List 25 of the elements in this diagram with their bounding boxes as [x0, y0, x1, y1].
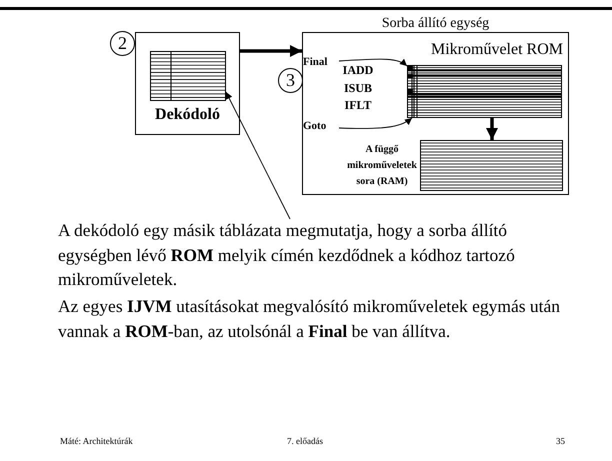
sequencer-unit	[302, 16, 569, 195]
callout-number: 2	[110, 31, 135, 56]
arrow	[226, 92, 290, 220]
footer-text: 7. előadás	[286, 436, 324, 447]
ram-table	[346, 140, 563, 191]
flag-label: Goto	[303, 120, 339, 133]
instruction-name: ISUB	[342, 81, 373, 96]
arrow	[338, 118, 412, 129]
box-title: Dekódoló	[154, 106, 221, 124]
arrow	[338, 58, 408, 66]
instruction-name: IFLT	[344, 98, 372, 113]
double-arrow	[240, 45, 302, 57]
double-arrow	[486, 118, 498, 140]
paragraph: A dekódoló egy másik táblázata megmutatja, hogy a sorba állító egységben lévő ROM melyik címén kezdődnek a kódhoz tartozó mikroműveletek.	[58, 218, 573, 292]
table-title: Mikroművelet ROM	[431, 40, 563, 60]
table-drawing	[150, 51, 226, 101]
unit-title: Sorba állító egység	[380, 16, 490, 32]
decoder-box	[135, 32, 240, 135]
flag-label: Final	[303, 56, 339, 69]
footer-text: Máté: Architektúrák	[60, 436, 134, 447]
table-title: A függő mikroműveletek sora (RAM)	[346, 143, 418, 189]
callout-number: 3	[278, 68, 303, 93]
paragraph: Az egyes IJVM utasításokat megvalósító mikroműveletek egymás után vannak a ROM-ban, az utolsónál a Final be van állítva.	[58, 295, 562, 342]
footer-text: 35	[555, 436, 565, 447]
instruction-name: IADD	[342, 63, 374, 78]
